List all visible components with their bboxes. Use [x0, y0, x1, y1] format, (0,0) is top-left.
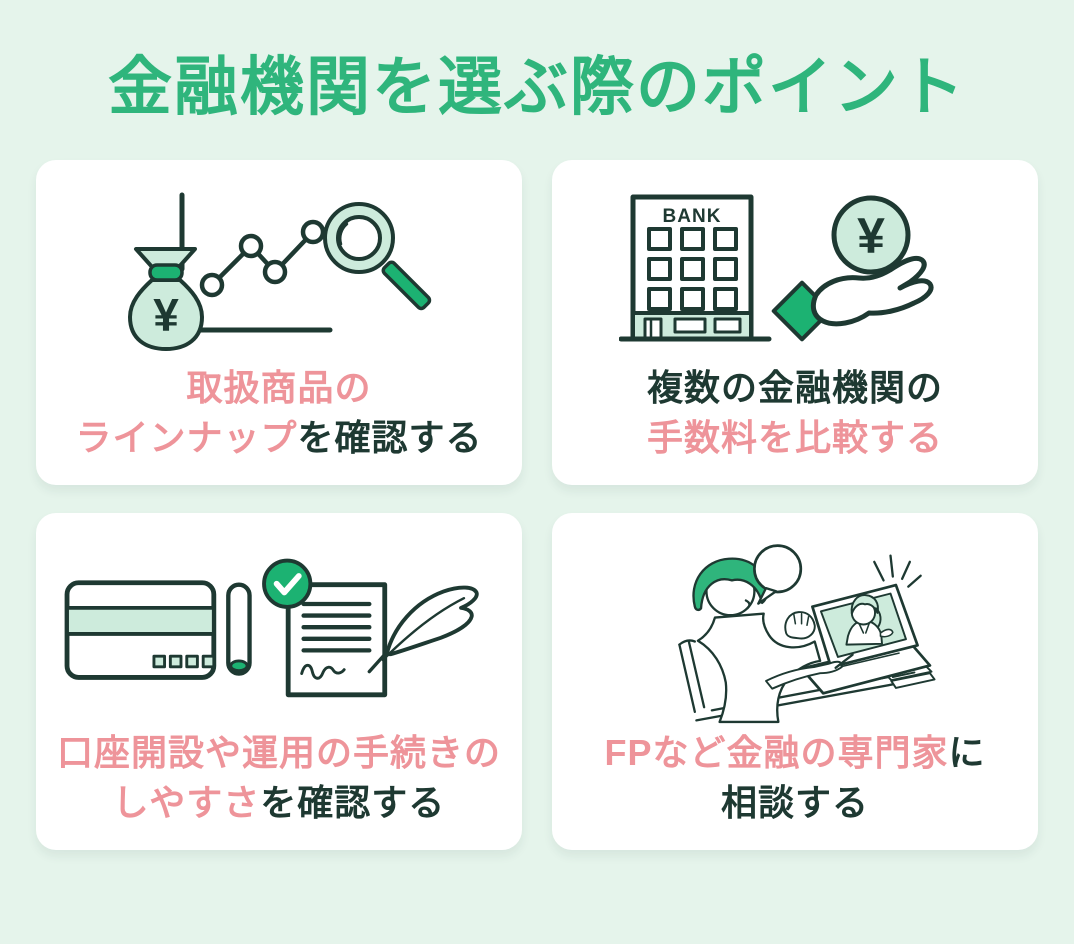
caption-line-1: 取扱商品の: [75, 363, 482, 413]
card-procedure-ease: 口座開設や運用の手続きの しやすさを確認する: [36, 513, 522, 851]
moneybag-chart-magnifier-svg: ¥: [128, 192, 432, 352]
bank-hand-coin-svg: BANK ¥: [619, 194, 934, 342]
speech-bubble: [753, 544, 803, 605]
card-consult-expert: FPなど金融の専門家に 相談する: [552, 513, 1038, 851]
page-title: 金融機関を選ぶ際のポイント: [108, 51, 966, 123]
bankcard-stamp-contract-svg: [64, 559, 479, 698]
bankcard-stamp-contract-icon: [52, 537, 506, 728]
card-product-lineup: ¥ 取扱商品の ラインナップを確認する: [36, 160, 522, 486]
caption-dark-text: を確認する: [260, 782, 446, 824]
line-chart: [179, 192, 333, 333]
video-consultation-icon: [568, 537, 1022, 728]
caption-dark-text: を確認する: [297, 417, 483, 459]
card-caption: 取扱商品の ラインナップを確認する: [75, 363, 482, 463]
caption-pink-text: 取扱商品の: [186, 367, 372, 409]
bank-card: [64, 580, 217, 681]
hanko-stamp: [226, 582, 252, 677]
money-bag: [128, 247, 204, 352]
bank-hand-coin-icon: BANK ¥: [568, 184, 1022, 363]
chair: [678, 639, 706, 713]
caption-dark-text: 複数の金融機関の: [646, 367, 943, 409]
card-caption: 口座開設や運用の手続きの しやすさを確認する: [57, 728, 501, 828]
caption-line-2: ラインナップを確認する: [75, 413, 482, 463]
card-caption: 複数の金融機関の 手数料を比較する: [647, 363, 943, 463]
caption-dark-text: 相談する: [720, 782, 869, 824]
caption-pink-text: 口座開設や運用の手続きの: [56, 732, 501, 774]
caption-line-2: 相談する: [604, 778, 985, 828]
bank-building: [619, 194, 772, 342]
video-consultation-svg: [678, 544, 936, 723]
advisor-on-screen: [845, 594, 894, 646]
quill-pen: [367, 586, 479, 674]
giving-hand: [771, 256, 934, 342]
yen-symbol-coin: ¥: [857, 208, 885, 264]
caption-pink-text: しやすさ: [112, 782, 261, 824]
customer: [692, 557, 854, 723]
caption-pink-text: FPなど金融の専門家: [604, 732, 949, 774]
caption-line-1: 口座開設や運用の手続きの: [57, 728, 501, 778]
yen-symbol-moneybag: ¥: [153, 289, 179, 341]
magnifier-icon: [323, 202, 432, 311]
bank-sign-label: BANK: [663, 206, 722, 227]
caption-pink-text: ラインナップ: [75, 417, 298, 459]
contract-document: [285, 582, 388, 698]
caption-line-1: FPなど金融の専門家に: [604, 728, 985, 778]
card-caption: FPなど金融の専門家に 相談する: [604, 728, 985, 828]
yen-coin: [831, 195, 911, 275]
caption-pink-text: 手数料を比較する: [646, 417, 943, 459]
caption-dark-text: に: [948, 732, 986, 774]
caption-line-2: しやすさを確認する: [57, 778, 501, 828]
check-badge-icon: [262, 559, 313, 610]
caption-line-1: 複数の金融機関の: [647, 363, 943, 413]
moneybag-chart-magnifier-icon: ¥: [52, 184, 506, 363]
sparkle-lines: [873, 554, 922, 588]
caption-line-2: 手数料を比較する: [647, 413, 943, 463]
card-compare-fees: BANK ¥ 複数の金融機関の 手数料を比較する: [552, 160, 1038, 486]
cards-grid: ¥ 取扱商品の ラインナップを確認する: [36, 160, 1038, 851]
